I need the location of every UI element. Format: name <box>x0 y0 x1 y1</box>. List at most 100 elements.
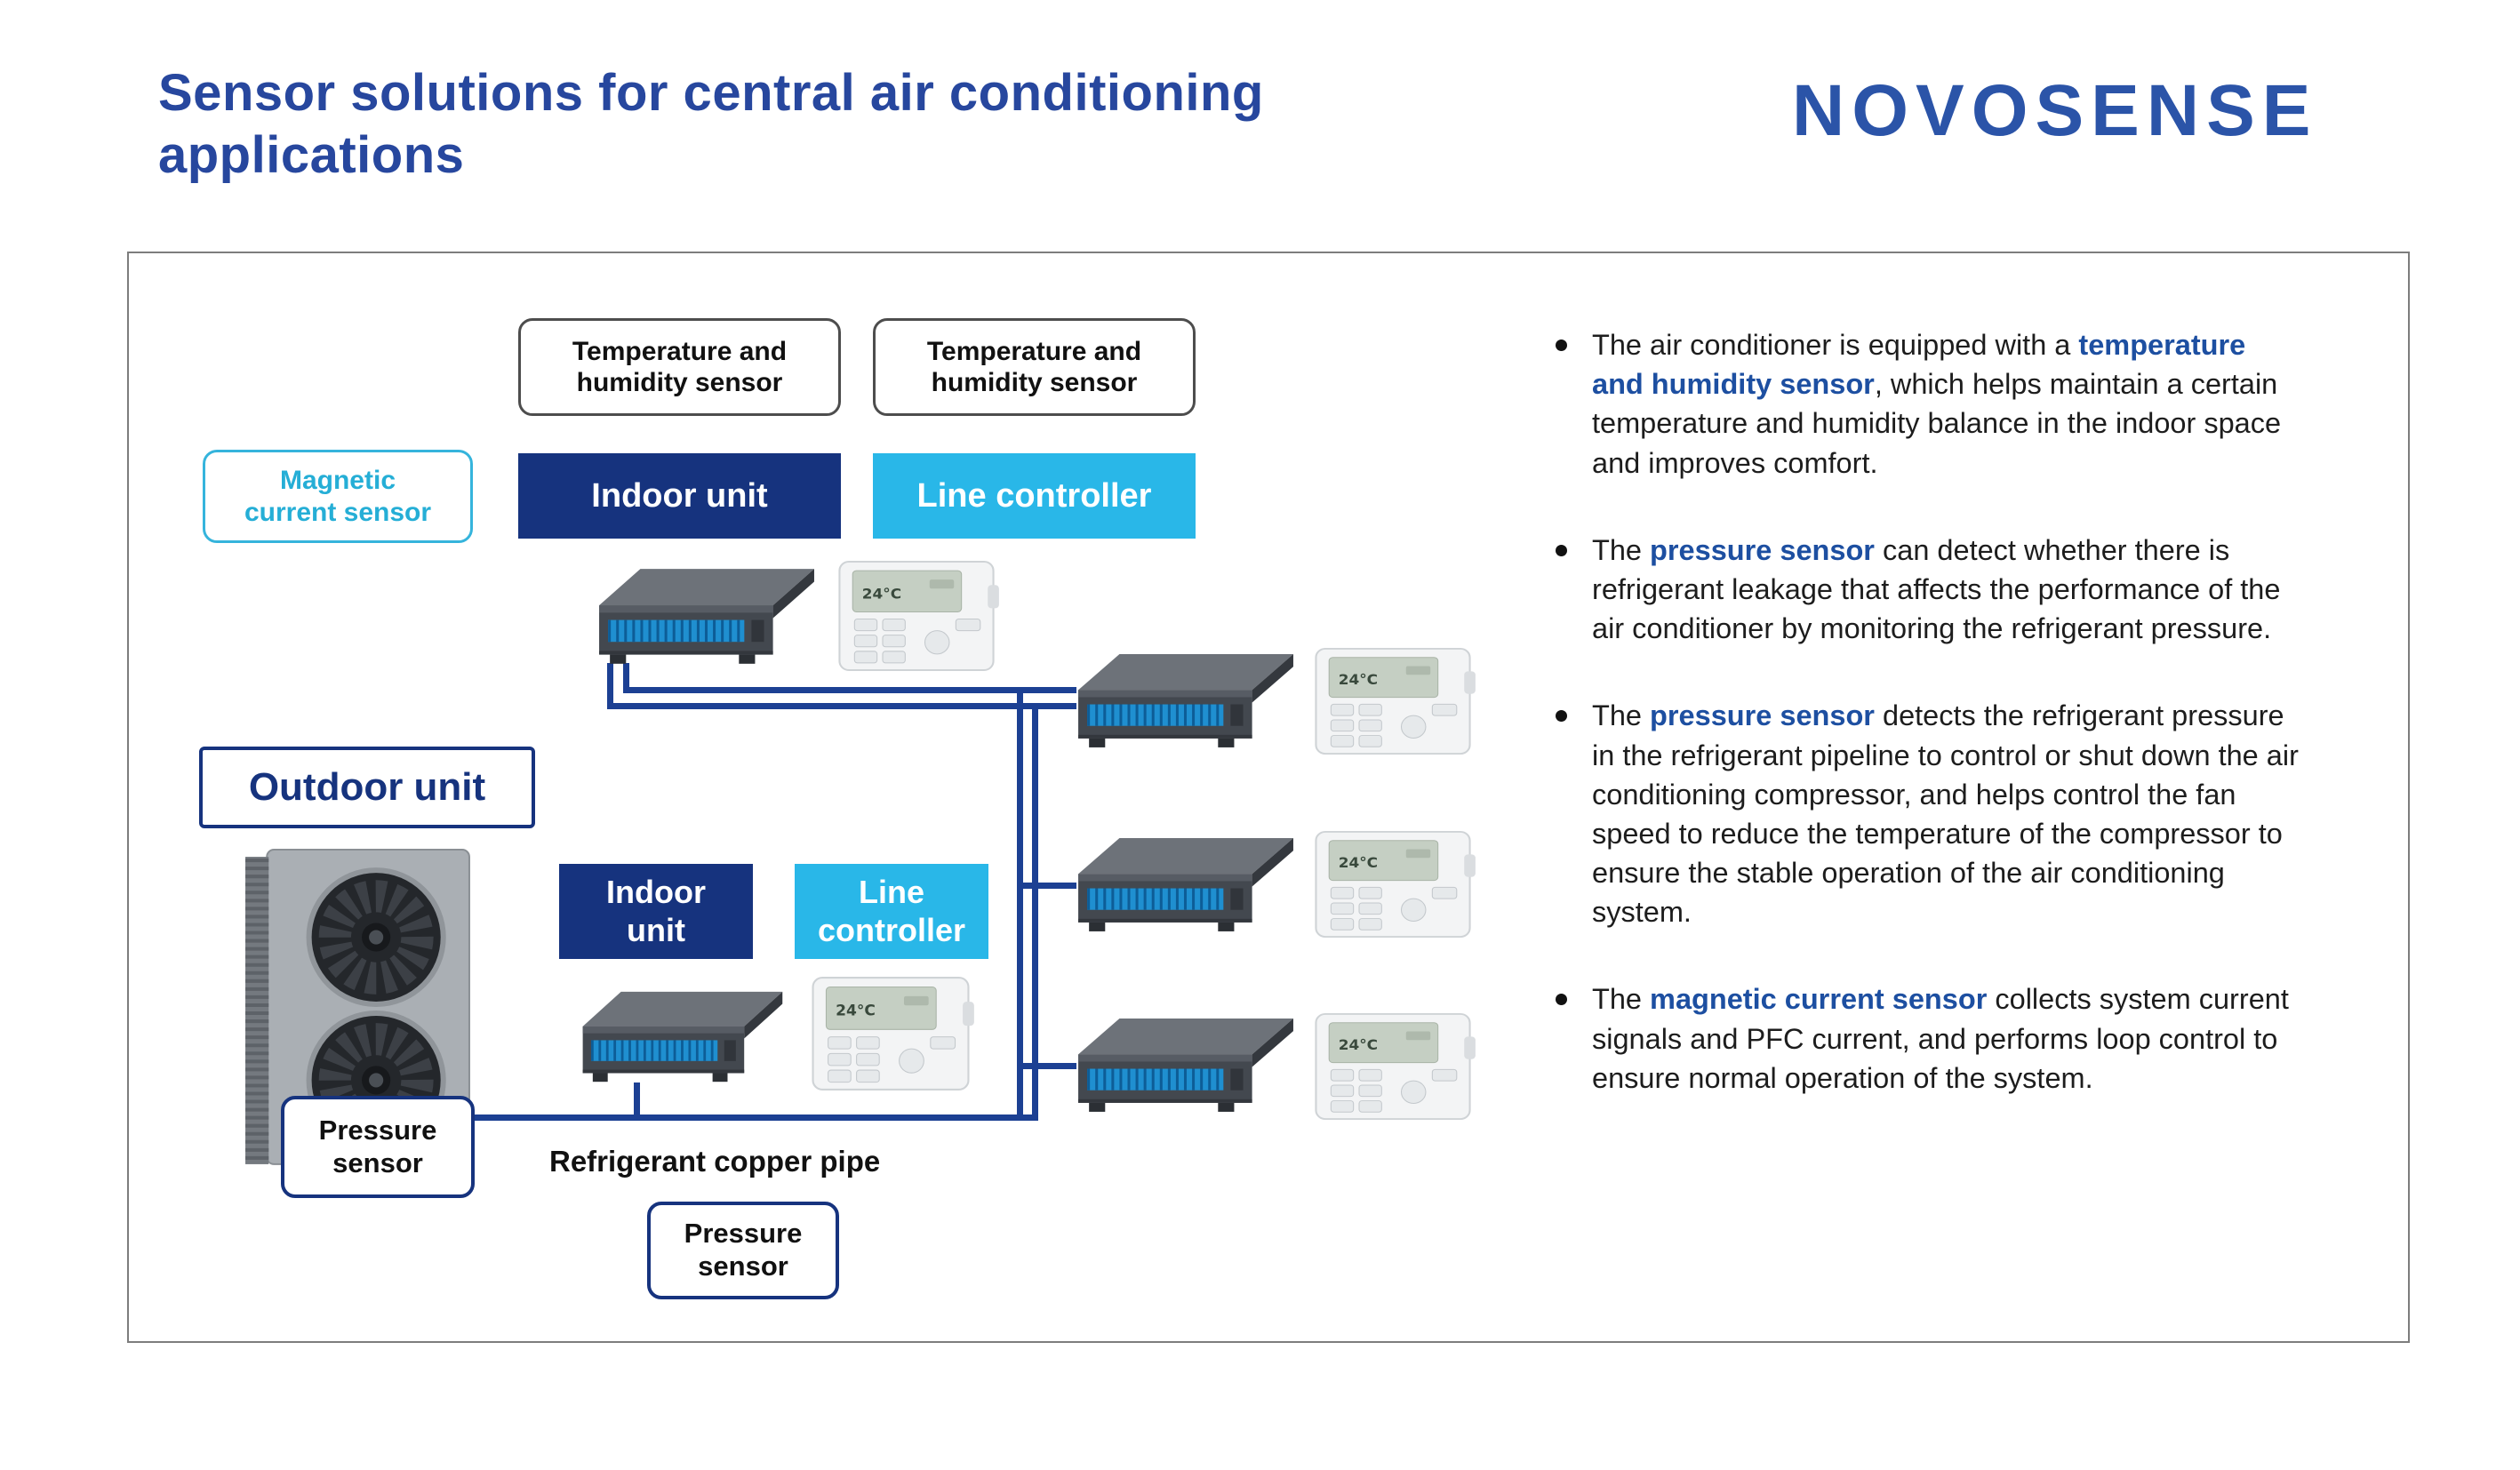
controller-buttons <box>1330 886 1458 931</box>
controller-buttons <box>1330 703 1458 747</box>
unit-side-face <box>1252 838 1293 887</box>
page-title-line-2: applications <box>158 126 465 184</box>
unit-front-edge <box>582 1026 745 1034</box>
bullet-item-2: The pressure sensor can detect whether t… <box>1556 531 2338 649</box>
bullet-text: The pressure sensor detects the refriger… <box>1592 696 2303 931</box>
bullet-dot <box>1556 710 1567 723</box>
bullet-text-segment: The <box>1592 699 1651 732</box>
bullet-text-segment: The <box>1592 533 1651 566</box>
indoor-unit-graphic <box>1078 838 1293 931</box>
bullet-text-highlight: pressure sensor <box>1650 533 1875 566</box>
bullet-dot <box>1556 994 1567 1006</box>
unit-bottom-edge <box>599 651 773 655</box>
unit-vent <box>1087 888 1224 910</box>
outdoor-fan-top <box>306 867 446 1007</box>
controller-temperature-readout: 24°C <box>836 1002 876 1019</box>
unit-foot-left <box>592 1073 608 1083</box>
unit-foot-right <box>712 1073 728 1083</box>
line-controller-graphic: 24°C <box>1315 830 1476 939</box>
refrigerant-pipe-branch <box>1023 1063 1076 1069</box>
bullet-text-segment: detects the refrigerant pressure in the … <box>1592 699 2299 929</box>
indoor-unit-graphic <box>582 991 783 1083</box>
unit-bottom-edge <box>1078 918 1252 923</box>
unit-foot-right <box>1218 738 1235 747</box>
bullet-text: The magnetic current sensor collects sys… <box>1592 979 2303 1098</box>
controller-lcd-indicator <box>1405 849 1431 859</box>
label-text: Indoor unit <box>591 476 768 515</box>
label-text: Refrigerant copper pipe <box>549 1145 881 1178</box>
unit-bottom-edge <box>1078 1099 1252 1103</box>
controller-buttons <box>828 1036 956 1083</box>
unit-front-edge <box>1078 1054 1252 1062</box>
bullet-text-highlight: temperature and humidity sensor <box>1592 329 2246 401</box>
unit-vent <box>1087 1068 1224 1091</box>
refrigerant-pipe-segment <box>607 663 613 709</box>
unit-bottom-edge <box>1078 734 1252 739</box>
unit-side-face <box>1252 1019 1293 1067</box>
bullet-text-segment: can detect whether there is refrigerant … <box>1592 533 2281 645</box>
bullet-item-4: The magnetic current sensor collects sys… <box>1556 979 2338 1098</box>
outdoor-unit-illustration <box>242 846 475 1177</box>
unit-vent <box>590 1040 718 1061</box>
unit-side-face <box>772 569 814 619</box>
label-text: Outdoor unit <box>248 765 486 810</box>
unit-vent <box>1087 704 1224 726</box>
bullet-dot <box>1556 544 1567 556</box>
indoor-unit-graphic <box>1078 654 1293 747</box>
label-text: Temperature and humidity sensor <box>926 336 1142 397</box>
refrigerant-pipe-segment <box>634 1083 640 1121</box>
bullet-list: The air conditioner is equipped with a t… <box>1556 325 2338 1146</box>
controller-temperature-readout: 24°C <box>1339 855 1378 871</box>
unit-foot-right <box>1218 922 1235 931</box>
indoor-unit-illustration-right-1 <box>1073 651 1297 754</box>
controller-side-button <box>1464 671 1476 694</box>
label-line-controller-2: Line controller <box>795 864 988 959</box>
indoor-unit-illustration-right-2 <box>1073 835 1297 938</box>
unit-foot-right <box>739 654 756 664</box>
controller-buttons <box>853 619 981 664</box>
refrigerant-pipe-segment <box>623 687 1076 693</box>
indoor-unit-illustration-right-3 <box>1073 1015 1297 1118</box>
label-line-controller-1: Line controller <box>873 453 1196 539</box>
unit-front-edge <box>1078 690 1252 698</box>
indoor-unit-illustration-2 <box>578 988 786 1088</box>
refrigerant-pipe-branch <box>1023 883 1076 889</box>
line-controller-graphic: 24°C <box>838 561 999 671</box>
controller-side-button <box>1464 854 1476 877</box>
unit-side-vent <box>1230 704 1244 726</box>
unit-foot-left <box>610 654 627 664</box>
controller-lcd-indicator <box>1405 666 1431 675</box>
label-outdoor-unit: Outdoor unit <box>199 747 535 828</box>
unit-side-vent <box>1230 1068 1244 1091</box>
label-indoor-unit-1: Indoor unit <box>518 453 841 539</box>
label-refrigerant-copper-pipe: Refrigerant copper pipe <box>549 1145 880 1178</box>
line-controller-illustration-right-2: 24°C <box>1308 830 1477 939</box>
outdoor-unit-graphic <box>245 849 470 1175</box>
line-controller-illustration-2: 24°C <box>805 976 976 1091</box>
unit-foot-left <box>1089 738 1106 747</box>
indoor-unit-illustration-1 <box>594 565 818 670</box>
label-temp-humidity-sensor-1: Temperature and humidity sensor <box>518 318 841 416</box>
refrigerant-pipe-segment <box>623 663 629 693</box>
unit-front-edge <box>1078 874 1252 882</box>
unit-front-edge <box>599 605 773 613</box>
bullet-text-highlight: pressure sensor <box>1650 699 1875 732</box>
controller-lcd-indicator <box>1405 1031 1431 1041</box>
line-controller-graphic: 24°C <box>1315 647 1476 755</box>
unit-foot-left <box>1089 1102 1106 1112</box>
unit-top-face <box>1078 1019 1293 1055</box>
page-title: Sensor solutions for central air conditi… <box>158 62 1616 187</box>
controller-lcd-indicator <box>929 579 955 589</box>
label-text: Pressure sensor <box>684 1218 803 1282</box>
bullet-text-segment: , which helps maintain a certain tempera… <box>1592 368 2282 479</box>
unit-side-vent <box>724 1040 736 1061</box>
page-title-line-1: Sensor solutions for central air conditi… <box>158 64 1264 122</box>
line-controller-graphic: 24°C <box>812 977 974 1091</box>
controller-temperature-readout: 24°C <box>862 586 901 603</box>
label-text: Indoor unit <box>606 874 706 948</box>
refrigerant-pipe-trunk <box>1032 703 1038 1114</box>
controller-side-button <box>963 1002 974 1027</box>
label-text: Pressure sensor <box>318 1114 437 1178</box>
unit-top-face <box>1078 654 1293 691</box>
line-controller-graphic: 24°C <box>1315 1012 1476 1121</box>
